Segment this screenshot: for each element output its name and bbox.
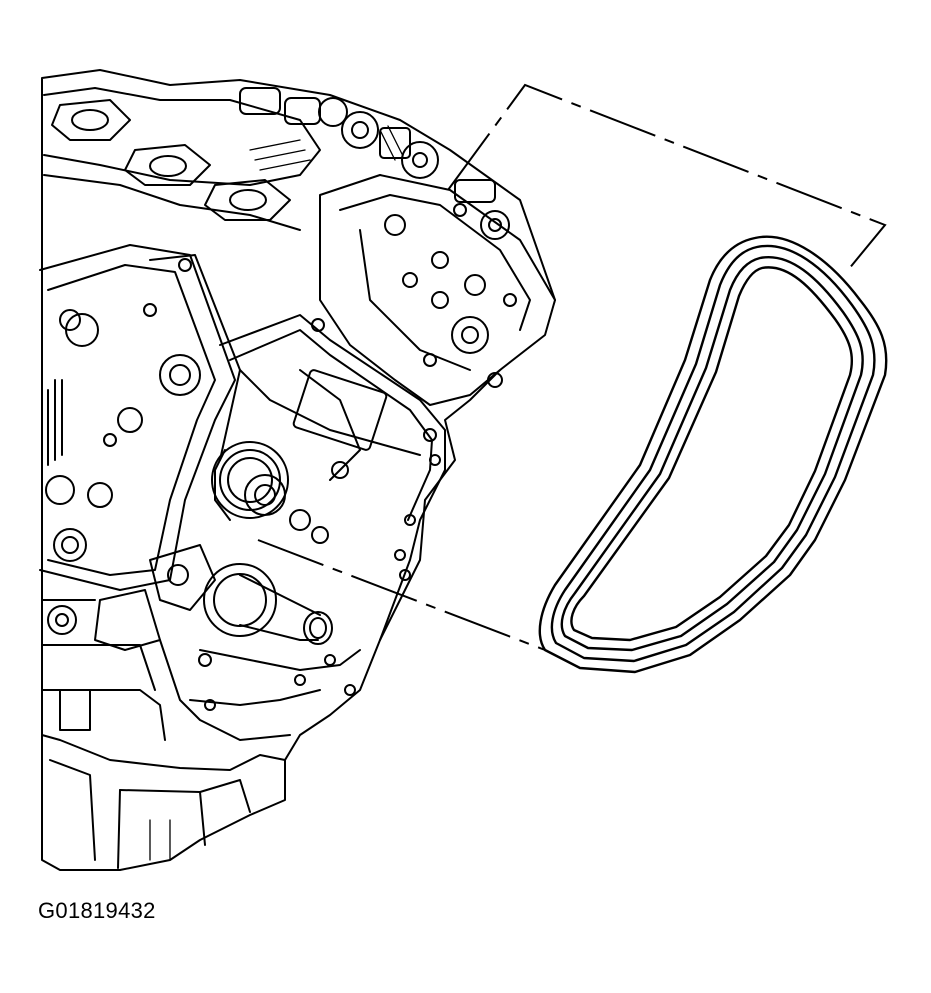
engine-block [39,69,556,871]
callout-leader-lines [257,83,887,651]
figure-code-label: G01819432 [38,898,156,923]
serpentine-belt [538,235,888,674]
